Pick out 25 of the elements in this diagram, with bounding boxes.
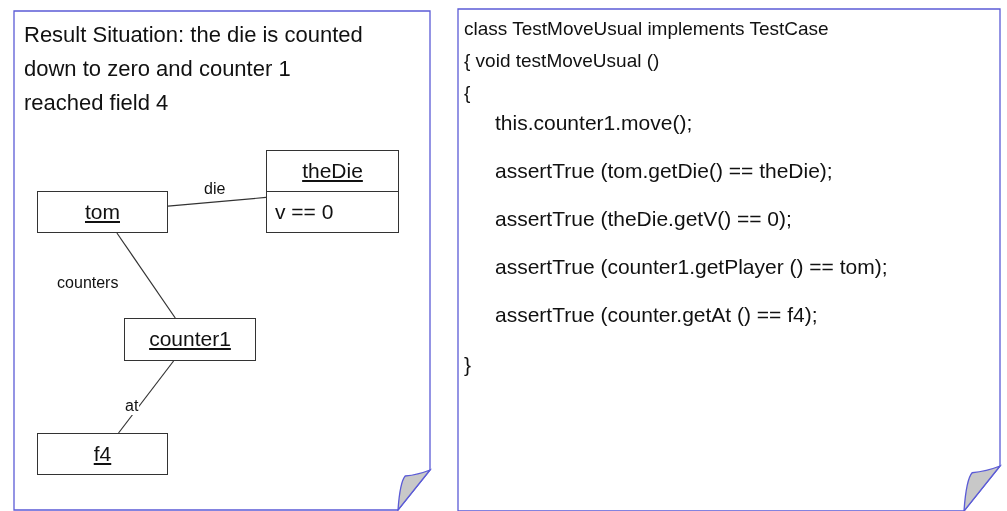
code-line: assertTrue (counter.getAt () == f4); — [495, 303, 818, 327]
note-card — [13, 10, 430, 510]
code-note-card — [457, 8, 1000, 511]
object-name: f4 — [92, 441, 113, 467]
note-heading: Result Situation: the die is counted down to zero and counter 1 reached field 4 — [24, 21, 364, 117]
object-box — [37, 433, 168, 475]
code-line: assertTrue (tom.getDie() == theDie); — [495, 159, 833, 183]
object-name: theDie — [267, 151, 398, 192]
association-line — [167, 196, 267, 207]
object-box — [37, 191, 168, 233]
code-line: class TestMoveUsual implements TestCase — [464, 18, 829, 40]
code-line: assertTrue (counter1.getPlayer () == tom); — [495, 255, 888, 279]
code-line: } — [464, 353, 471, 377]
code-line: { void testMoveUsual () — [464, 50, 660, 72]
code-line: assertTrue (theDie.getV() == 0); — [495, 207, 792, 231]
object-box — [266, 150, 399, 233]
object-name: tom — [84, 199, 121, 225]
association-line — [117, 360, 175, 434]
edge-label: at — [124, 397, 140, 415]
object-name: counter1 — [148, 326, 232, 352]
attribute-text: v == 0 — [274, 199, 335, 225]
code-line: this.counter1.move(); — [495, 111, 693, 135]
association-line — [116, 232, 176, 319]
code-line: { — [464, 82, 471, 104]
object-box — [124, 318, 256, 361]
